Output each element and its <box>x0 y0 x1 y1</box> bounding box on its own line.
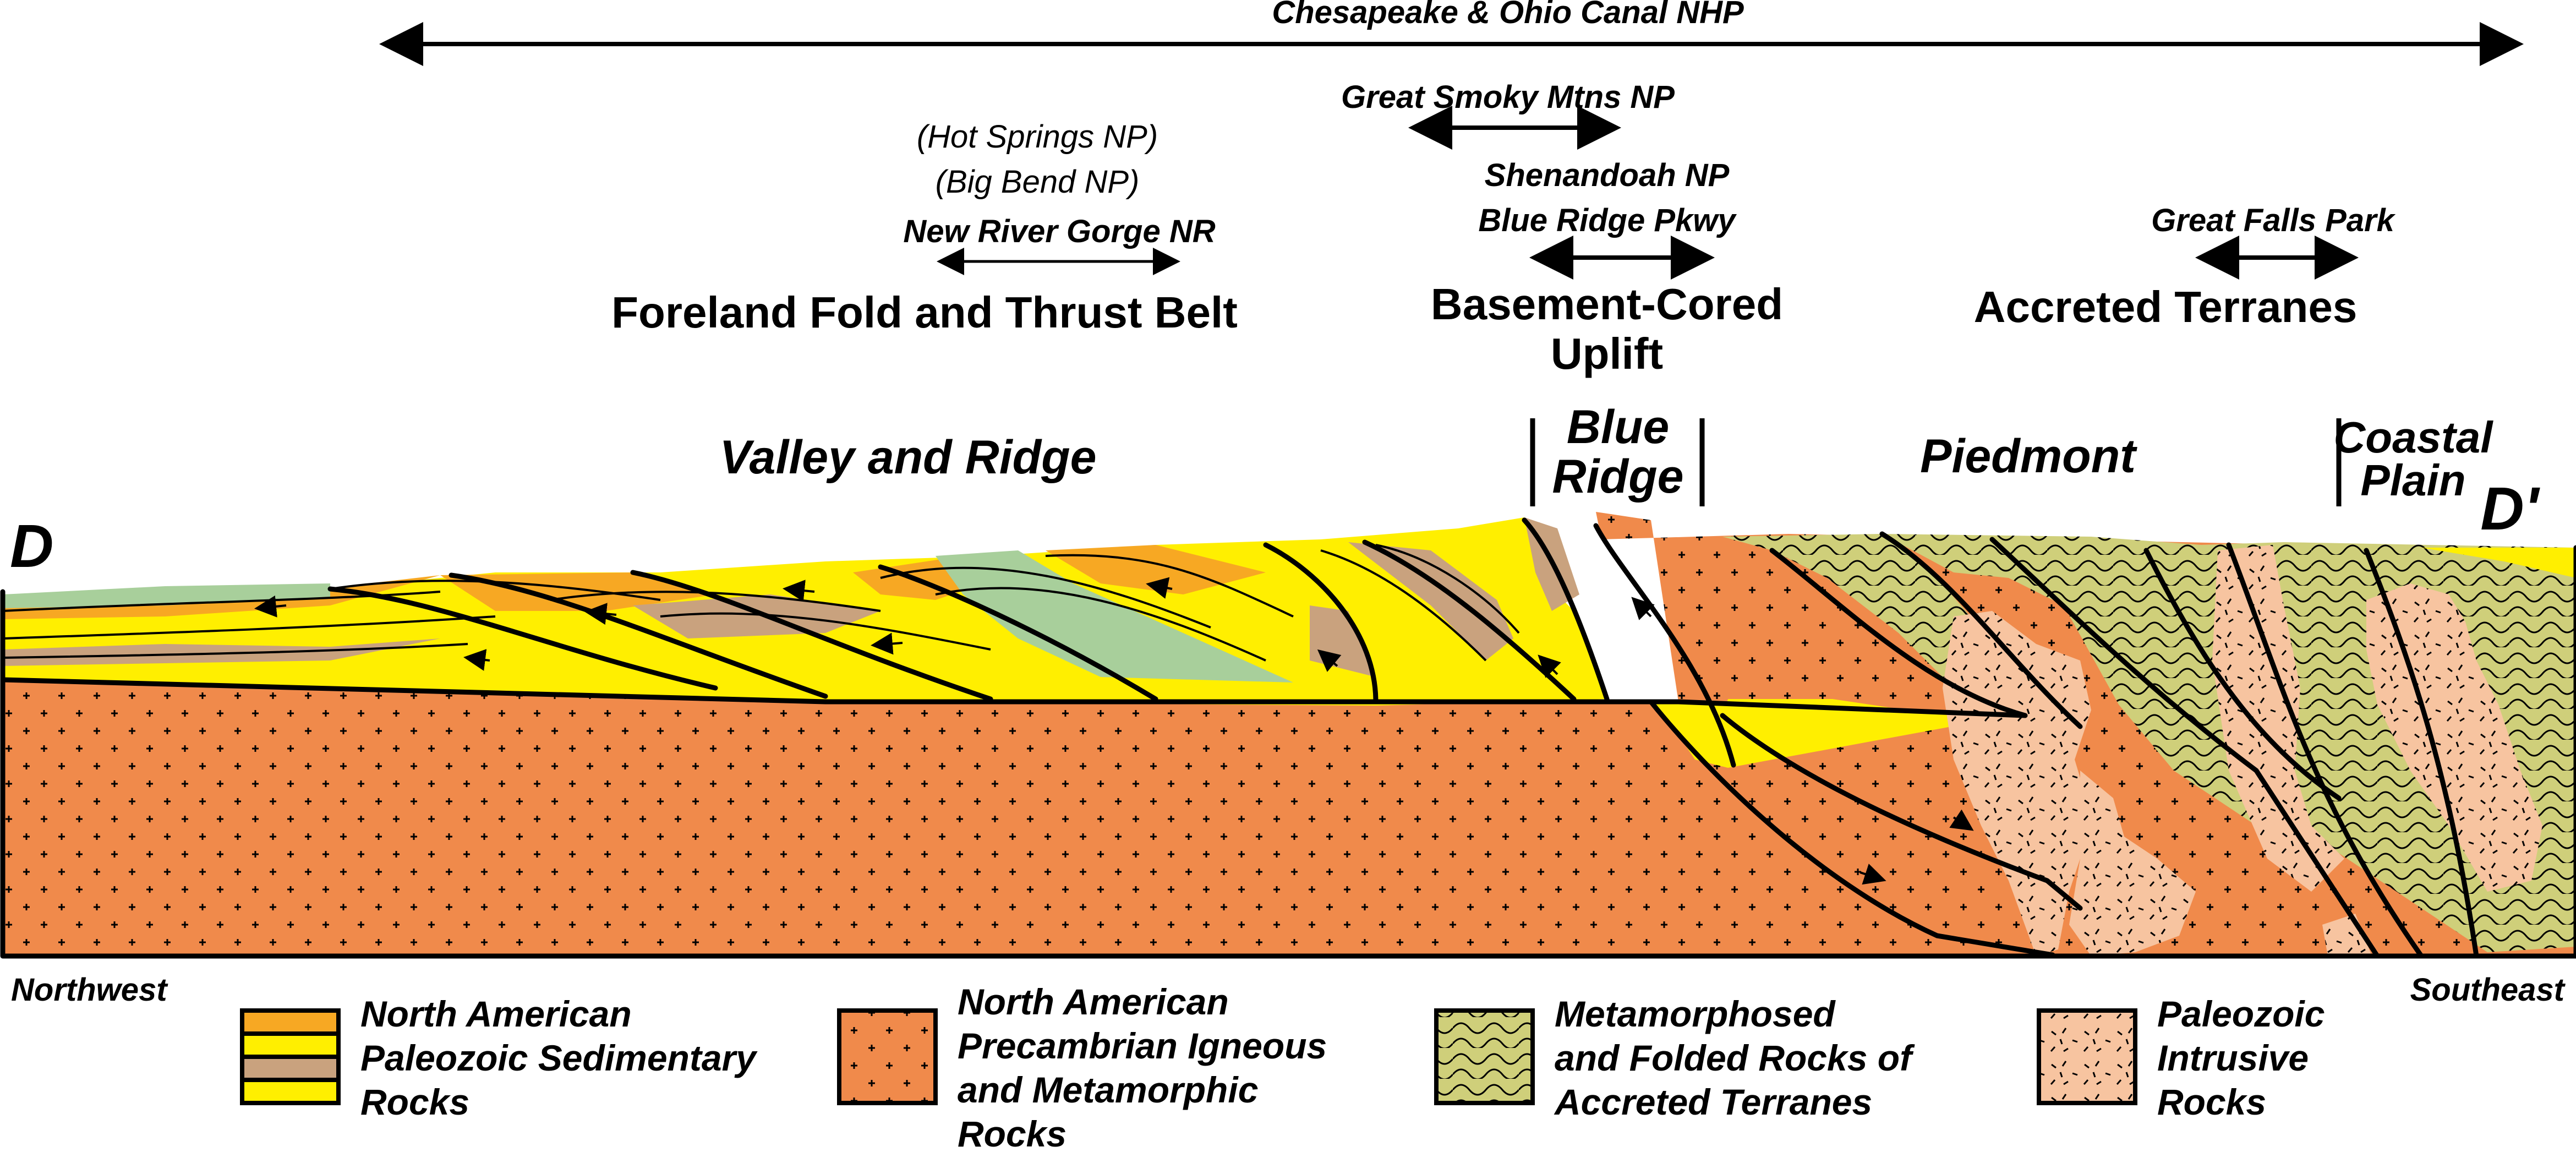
sedimentary-green-east <box>936 550 1293 683</box>
intrusive-swatch <box>2037 1008 2137 1105</box>
metamorphosed-swatch <box>1434 1008 1535 1105</box>
thrust-arrow-7 <box>1317 649 1342 672</box>
cross-section <box>0 512 2576 959</box>
intrusive-body-2 <box>2069 771 2196 956</box>
intrusive-body-4 <box>2366 583 2542 892</box>
sedimentary-swatch <box>240 1008 341 1105</box>
sedimentary-legend-line2: Paleozoic Sedimentary <box>360 1038 758 1078</box>
endpoint-d-prime-label: D' <box>2480 475 2540 543</box>
coastal-plain-label-line1: Coastal <box>2334 413 2494 462</box>
great-falls-label: Great Falls Park <box>2151 203 2395 238</box>
intrusive-legend-line3: Rocks <box>2157 1082 2266 1122</box>
metamorphosed-legend-line1: Metamorphosed <box>1555 993 1836 1034</box>
sedimentary-tan-blue-ridge <box>1348 542 1513 660</box>
big-bend-label: (Big Bend NP) <box>936 164 1140 200</box>
legend-item-intrusive: Paleozoic Intrusive Rocks <box>2037 993 2325 1122</box>
thrust-arrow-9 <box>1631 597 1655 620</box>
accreted-terranes-title: Accreted Terranes <box>1974 282 2358 331</box>
thrust-arrow-3 <box>463 649 490 671</box>
blue-ridge-pkwy-label: Blue Ridge Pkwy <box>1478 203 1737 238</box>
hot-springs-label: (Hot Springs NP) <box>917 119 1158 155</box>
northwest-label: Northwest <box>11 972 168 1008</box>
new-river-label: New River Gorge NR <box>903 214 1215 249</box>
blue-ridge-label-line2: Ridge <box>1552 450 1684 503</box>
precambrian-legend-line3: and Metamorphic <box>958 1069 1258 1110</box>
basement-uplift-title-line1: Basement-Cored <box>1431 280 1783 329</box>
sedimentary-legend-line3: Rocks <box>360 1082 469 1122</box>
metamorphosed-legend-line3: Accreted Terranes <box>1554 1082 1872 1122</box>
shenandoah-label: Shenandoah NP <box>1485 157 1730 193</box>
sedimentary-legend-line1: North American <box>360 993 632 1034</box>
basement-uplift-title-line2: Uplift <box>1551 329 1663 378</box>
precambrian-legend-line1: North American <box>958 981 1229 1022</box>
metamorphosed-legend-line2: and Folded Rocks of <box>1555 1038 1915 1078</box>
smoky-label: Great Smoky Mtns NP <box>1341 79 1675 115</box>
sedimentary-tan-band-west <box>3 638 440 666</box>
intrusive-legend-line1: Paleozoic <box>2157 993 2325 1034</box>
legend: North American Paleozoic Sedimentary Roc… <box>240 981 2325 1152</box>
sedimentary-tan-band-mid <box>633 594 880 638</box>
legend-item-sedimentary: North American Paleozoic Sedimentary Roc… <box>240 993 758 1122</box>
thrust-arrow-2 <box>584 603 617 625</box>
thrust-arrow-6 <box>1146 577 1173 599</box>
precambrian-legend-line4: Rocks <box>958 1113 1067 1152</box>
legend-item-metamorphosed: Metamorphosed and Folded Rocks of Accret… <box>1434 993 1915 1122</box>
coastal-plain-label-line2: Plain <box>2360 456 2465 505</box>
piedmont-label: Piedmont <box>1920 430 2137 483</box>
sub-thrust-wedge <box>1651 702 2009 765</box>
thrust-arrow-8 <box>1538 654 1561 678</box>
endpoint-d-label: D <box>10 512 53 580</box>
intrusive-legend-line2: Intrusive <box>2157 1038 2309 1078</box>
valley-ridge-label: Valley and Ridge <box>719 431 1096 484</box>
blue-ridge-label-line1: Blue <box>1567 401 1669 454</box>
intrusive-body-3 <box>2212 545 2344 892</box>
thrust-arrow-1 <box>254 595 287 618</box>
precambrian-swatch <box>837 1008 938 1105</box>
sedimentary-orange-band-ridge <box>1046 545 1266 594</box>
coastal-plain-wedge <box>2421 548 2576 578</box>
canal-label: Chesapeake & Ohio Canal NHP <box>1272 0 1744 30</box>
sedimentary-green-cap-west <box>3 583 330 608</box>
thrust-arrow-4 <box>783 580 815 602</box>
legend-item-precambrian: North American Precambrian Igneous and M… <box>837 981 1327 1152</box>
precambrian-legend-line2: Precambrian Igneous <box>958 1025 1327 1066</box>
fault-lines <box>0 517 2576 959</box>
thrust-arrow-11 <box>1859 864 1886 885</box>
thrust-arrow-5 <box>871 632 903 655</box>
thrust-arrow-10 <box>1949 809 1974 831</box>
southeast-label: Southeast <box>2410 972 2566 1008</box>
foreland-belt-title: Foreland Fold and Thrust Belt <box>611 288 1238 337</box>
